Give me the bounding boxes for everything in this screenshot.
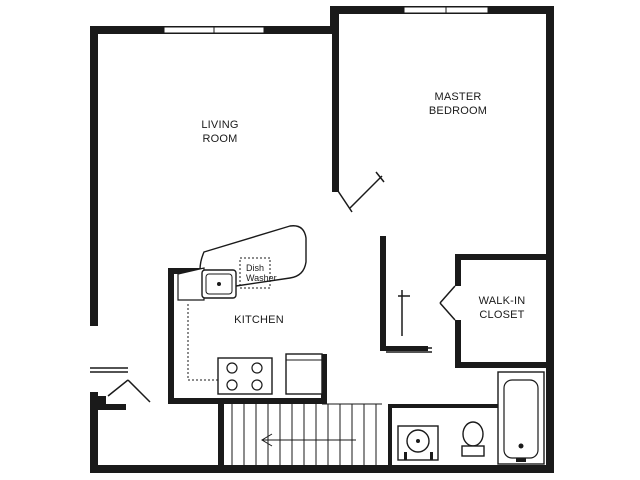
walk-in-closet-line1: WALK-IN xyxy=(478,295,526,307)
label-dishwasher: Dish Washer xyxy=(246,263,277,283)
label-kitchen: KITCHEN xyxy=(224,313,294,327)
toilet-icon xyxy=(461,421,485,457)
living-room-line1: LIVING xyxy=(201,119,239,131)
range-icon xyxy=(217,357,273,395)
label-living-room: LIVING ROOM xyxy=(190,118,250,146)
stairs xyxy=(231,403,382,466)
refrigerator-icon xyxy=(285,353,323,395)
kitchen-line1: KITCHEN xyxy=(234,314,284,326)
walk-in-closet-line2: CLOSET xyxy=(479,309,525,321)
dishwasher-line1: Dish xyxy=(246,263,265,273)
dishwasher-line2: Washer xyxy=(246,273,277,283)
kitchen-island xyxy=(177,225,307,301)
master-bedroom-line1: MASTER xyxy=(434,91,482,103)
doors xyxy=(90,171,456,403)
dishwasher-icon xyxy=(239,257,271,289)
label-walk-in-closet: WALK-IN CLOSET xyxy=(470,294,534,322)
kitchen-cabinets xyxy=(187,304,218,381)
windows xyxy=(163,6,489,34)
walls xyxy=(90,6,554,473)
bathtub-icon xyxy=(497,371,545,465)
master-bedroom-line2: BEDROOM xyxy=(428,105,488,117)
label-master-bedroom: MASTER BEDROOM xyxy=(420,90,496,118)
living-room-line2: ROOM xyxy=(202,133,238,145)
vanity-sink-icon xyxy=(397,425,439,461)
